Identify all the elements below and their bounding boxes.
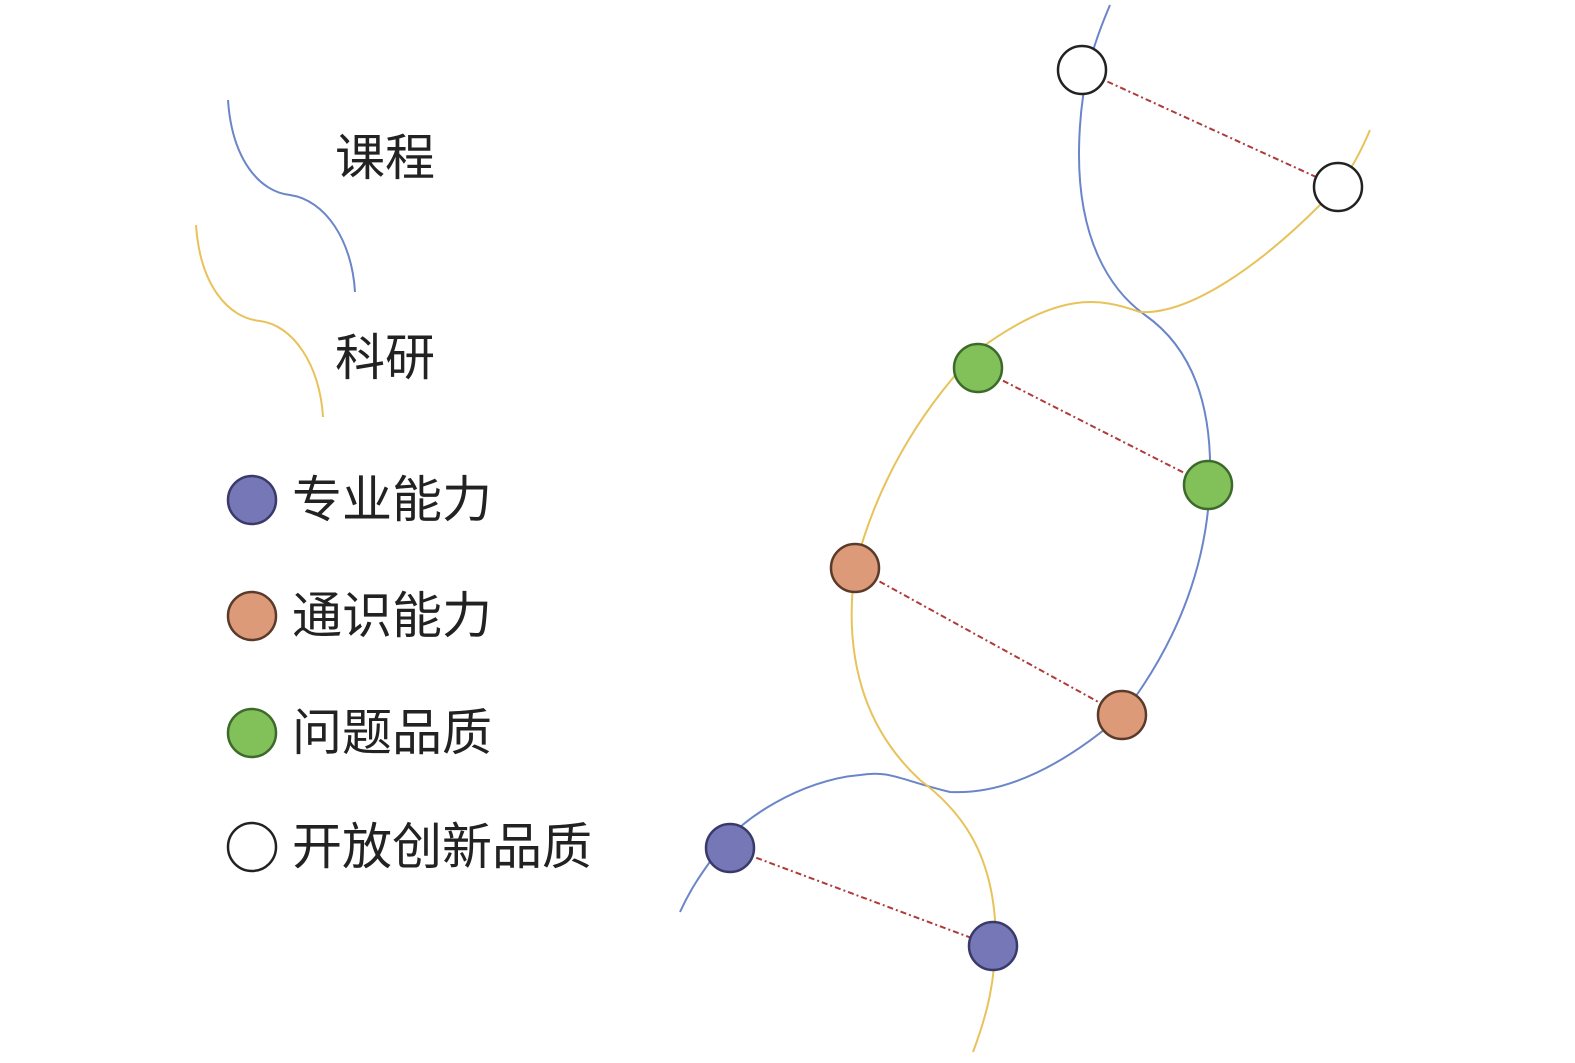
base-pair-links [729, 69, 1339, 947]
legend-course-strand [227, 99, 356, 293]
link-professional-ability [729, 847, 994, 947]
course-strand [679, 4, 1212, 913]
open-innovation-node [1312, 161, 1364, 213]
link-general-ability [854, 567, 1123, 716]
open-innovation-node [1056, 44, 1108, 96]
professional-ability-node [704, 822, 756, 874]
legend-problem-marker [226, 707, 278, 759]
legend-course-label: 课程 [335, 129, 435, 187]
general-ability-node [829, 542, 881, 594]
problem-quality-node [1182, 459, 1234, 511]
professional-ability-node [967, 920, 1019, 972]
legend-professional-label: 专业能力 [292, 471, 492, 529]
legend-research-label: 科研 [335, 329, 435, 387]
legend-problem-label: 问题品质 [292, 704, 492, 762]
general-ability-node [1096, 689, 1148, 741]
legend-open-label: 开放创新品质 [292, 818, 592, 876]
link-problem-quality [977, 367, 1209, 486]
legend-general-marker [226, 590, 278, 642]
research-strand [850, 129, 1371, 1053]
legend-professional-marker [226, 474, 278, 526]
problem-quality-node [952, 342, 1004, 394]
legend-open-marker [226, 821, 278, 873]
legend-general-label: 通识能力 [292, 587, 492, 645]
link-open-innovation [1081, 69, 1339, 188]
legend-research-strand [195, 224, 324, 418]
